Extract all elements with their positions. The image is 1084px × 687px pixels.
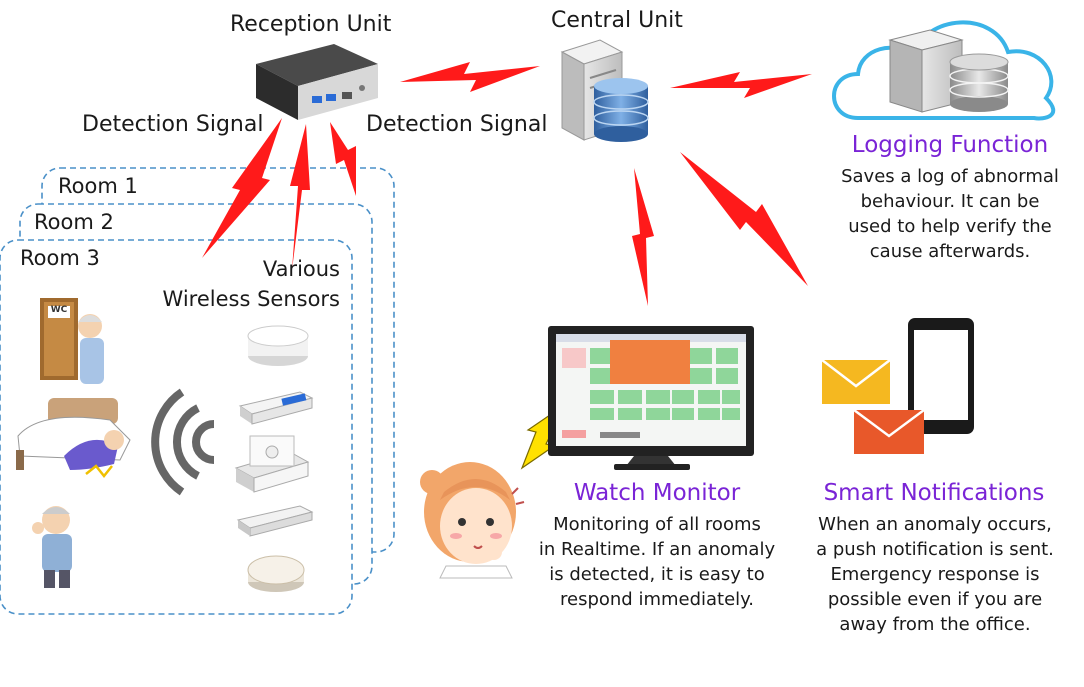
signal-bolt-central-to-monitor (632, 168, 654, 306)
reception-unit-device (256, 44, 378, 120)
signal-bolt-sensor-2 (290, 124, 310, 270)
elderly-headache-illustration (32, 506, 72, 588)
logging-function-title: Logging Function (851, 132, 1049, 158)
central-database (593, 78, 649, 142)
signal-bolt-sensor-3 (330, 122, 356, 196)
central-unit-server (560, 39, 649, 142)
signal-bolts (202, 62, 812, 470)
watch-monitor-title: Watch Monitor (573, 480, 741, 506)
signal-bolt-central-to-cloud (670, 72, 812, 98)
smoke-sensor-icon (247, 325, 309, 366)
signal-bolt-central-to-phone (680, 152, 808, 286)
sensors-label: Various Wireless Sensors (162, 257, 340, 311)
room-1-label: Room 1 (58, 174, 138, 198)
door-sensor-icon (238, 391, 314, 425)
motion-sensor-icon (234, 435, 310, 493)
elderly-wc-illustration (40, 298, 104, 384)
signal-bolt-central-to-reception (400, 62, 540, 92)
watch-monitor-description: Monitoring of all rooms in Realtime. If … (538, 514, 776, 610)
room-2-label: Room 2 (34, 210, 114, 234)
detection-signal-label-left: Detection Signal (82, 112, 264, 137)
logging-cloud (832, 20, 1056, 121)
wireless-waves-icon (151, 388, 215, 496)
sensor-devices (234, 325, 314, 592)
signal-bolt-sensor-1 (202, 118, 282, 258)
elderly-fallen-bed-illustration (16, 398, 131, 479)
watch-monitor-screen (548, 326, 754, 470)
logging-function-description: Saves a log of abnormal behaviour. It ca… (841, 166, 1059, 262)
central-unit-label: Central Unit (551, 8, 683, 33)
wc-sign: WC (50, 305, 68, 315)
nurse-illustration (420, 462, 525, 579)
detection-signal-label-right: Detection Signal (366, 112, 548, 137)
contact-sensor-icon (236, 505, 314, 537)
button-sensor-icon (247, 555, 305, 592)
smartphone-with-mail (821, 318, 974, 454)
reception-unit-label: Reception Unit (230, 12, 392, 37)
room-3-label: Room 3 (20, 246, 100, 270)
smart-notifications-title: Smart Notifications (823, 480, 1045, 506)
smart-notifications-description: When an anomaly occurs, a push notificat… (816, 514, 1054, 635)
